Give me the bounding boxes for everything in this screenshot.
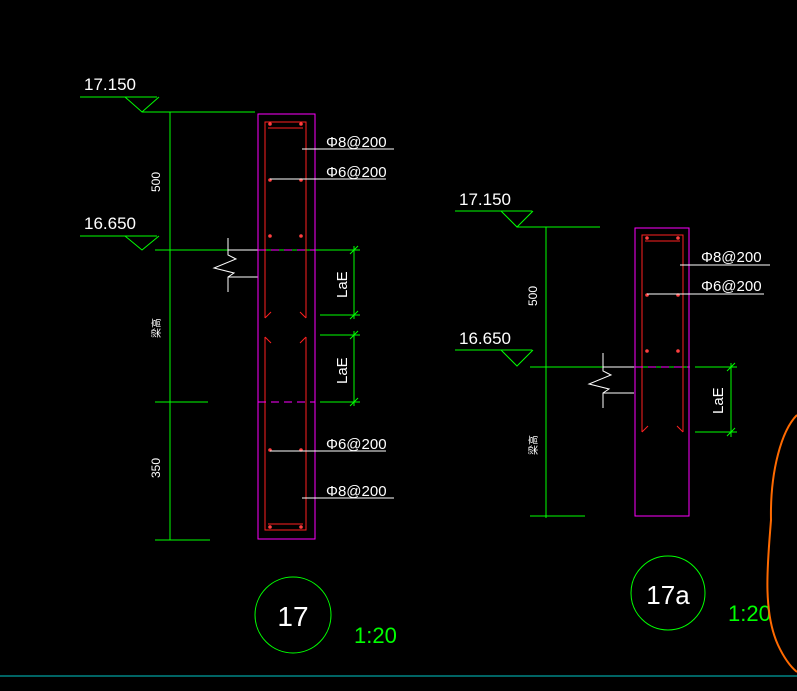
section-cut-curve	[766, 414, 797, 673]
rebar-label-2-a: Φ6@200	[701, 278, 762, 295]
dimension-beam-height-a: 梁高	[527, 435, 540, 455]
lap-length-dimensions	[320, 245, 360, 407]
rebar-label-4: Φ8@200	[326, 483, 387, 500]
dimension-beam-height: 梁高	[150, 318, 163, 338]
rebar-cage-upper	[264, 121, 307, 319]
rebar-label-1-a: Φ8@200	[701, 249, 762, 266]
beam-break-symbol	[212, 238, 258, 292]
rebar-label-3: Φ6@200	[326, 436, 387, 453]
dimension-500: 500	[149, 172, 163, 192]
lap-label-2: LaE	[334, 357, 351, 384]
level-marker-17150-a	[455, 210, 600, 228]
level-marker-16650	[80, 235, 160, 251]
dimension-350: 350	[149, 458, 163, 478]
rebar-cage-lower	[264, 336, 307, 531]
lap-label-1: LaE	[334, 271, 351, 298]
detail-17: 17.150 16.650 500 梁高 350	[80, 75, 397, 654]
dimension-500-a: 500	[526, 286, 540, 306]
rebar-label-1: Φ8@200	[326, 134, 387, 151]
vertical-dimension-line-a	[530, 227, 690, 518]
column-outline-a	[634, 227, 690, 517]
level-label-top-a: 17.150	[459, 190, 511, 209]
vertical-dimension-line	[155, 112, 320, 541]
level-marker-16650-a	[455, 349, 534, 367]
rebar-cage-a	[641, 234, 684, 433]
rebar-leaders-a	[647, 264, 770, 295]
beam-break-symbol-a	[587, 353, 634, 408]
detail-tag-number-a: 17a	[646, 580, 690, 610]
rebar-dots	[268, 122, 303, 529]
scale-label: 1:20	[354, 623, 397, 648]
detail-tag-number: 17	[277, 601, 308, 632]
detail-tag-circle-a	[630, 555, 706, 631]
beam-dashed-lines	[258, 249, 315, 403]
detail-17a: 17.150 16.650 500 梁高	[455, 190, 771, 631]
level-label-mid: 16.650	[84, 214, 136, 233]
level-label-top: 17.150	[84, 75, 136, 94]
rebar-leaders	[270, 148, 394, 499]
column-outline	[257, 113, 316, 540]
level-label-mid-a: 16.650	[459, 329, 511, 348]
scale-label-a: 1:20	[728, 601, 771, 626]
lap-label-a: LaE	[710, 387, 727, 414]
detail-tag-circle	[254, 576, 332, 654]
lap-length-dimension-a	[695, 362, 737, 437]
rebar-label-2: Φ6@200	[326, 164, 387, 181]
level-marker-17150	[80, 96, 255, 113]
